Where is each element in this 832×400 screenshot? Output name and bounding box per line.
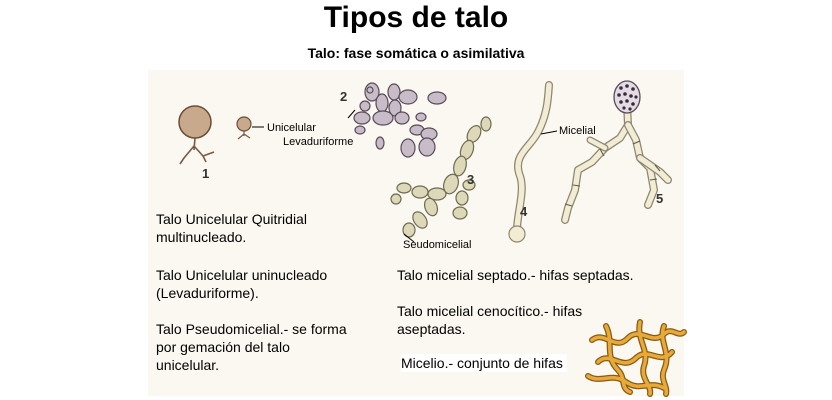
label-number-1: 1 <box>202 166 209 181</box>
mycelium-tangle <box>585 319 687 397</box>
page-title: Tipos de talo <box>323 1 509 34</box>
label-unicelular: Unicelular <box>267 122 316 134</box>
label-number-4: 4 <box>520 204 528 219</box>
desc-levaduriforme: Talo Unicelular uninucleado (Levadurifor… <box>156 267 328 301</box>
label-seudomicelial: Seudomicelial <box>403 239 471 251</box>
septate-hypha <box>561 80 672 224</box>
desc-quitridial: Talo Unicelular Quitridial multinucleado… <box>156 211 307 245</box>
aseptate-hypha <box>508 81 553 243</box>
chytrid-small <box>236 116 252 140</box>
desc-micelial-septado: Talo micelial septado.- hifas septadas. <box>397 267 634 283</box>
desc-micelio: Micelio.- conjunto de hifas <box>401 354 567 372</box>
pseudomycelium <box>390 116 492 238</box>
chytrid-large <box>178 105 215 165</box>
desc-micelial-cenocitico: Talo micelial cenocítico.- hifas aseptad… <box>397 303 583 337</box>
page-subtitle: Talo: fase somática o asimilativa <box>307 45 525 61</box>
label-levaduriforme: Levaduriforme <box>283 136 353 148</box>
label-number-2: 2 <box>340 89 347 104</box>
desc-pseudomicelial: Talo Pseudomicelial.- se forma por gemac… <box>156 321 347 373</box>
label-number-3: 3 <box>467 172 474 187</box>
label-number-5: 5 <box>656 191 663 206</box>
yeast-cells <box>353 82 447 158</box>
label-micelial: Micelial <box>559 125 596 137</box>
